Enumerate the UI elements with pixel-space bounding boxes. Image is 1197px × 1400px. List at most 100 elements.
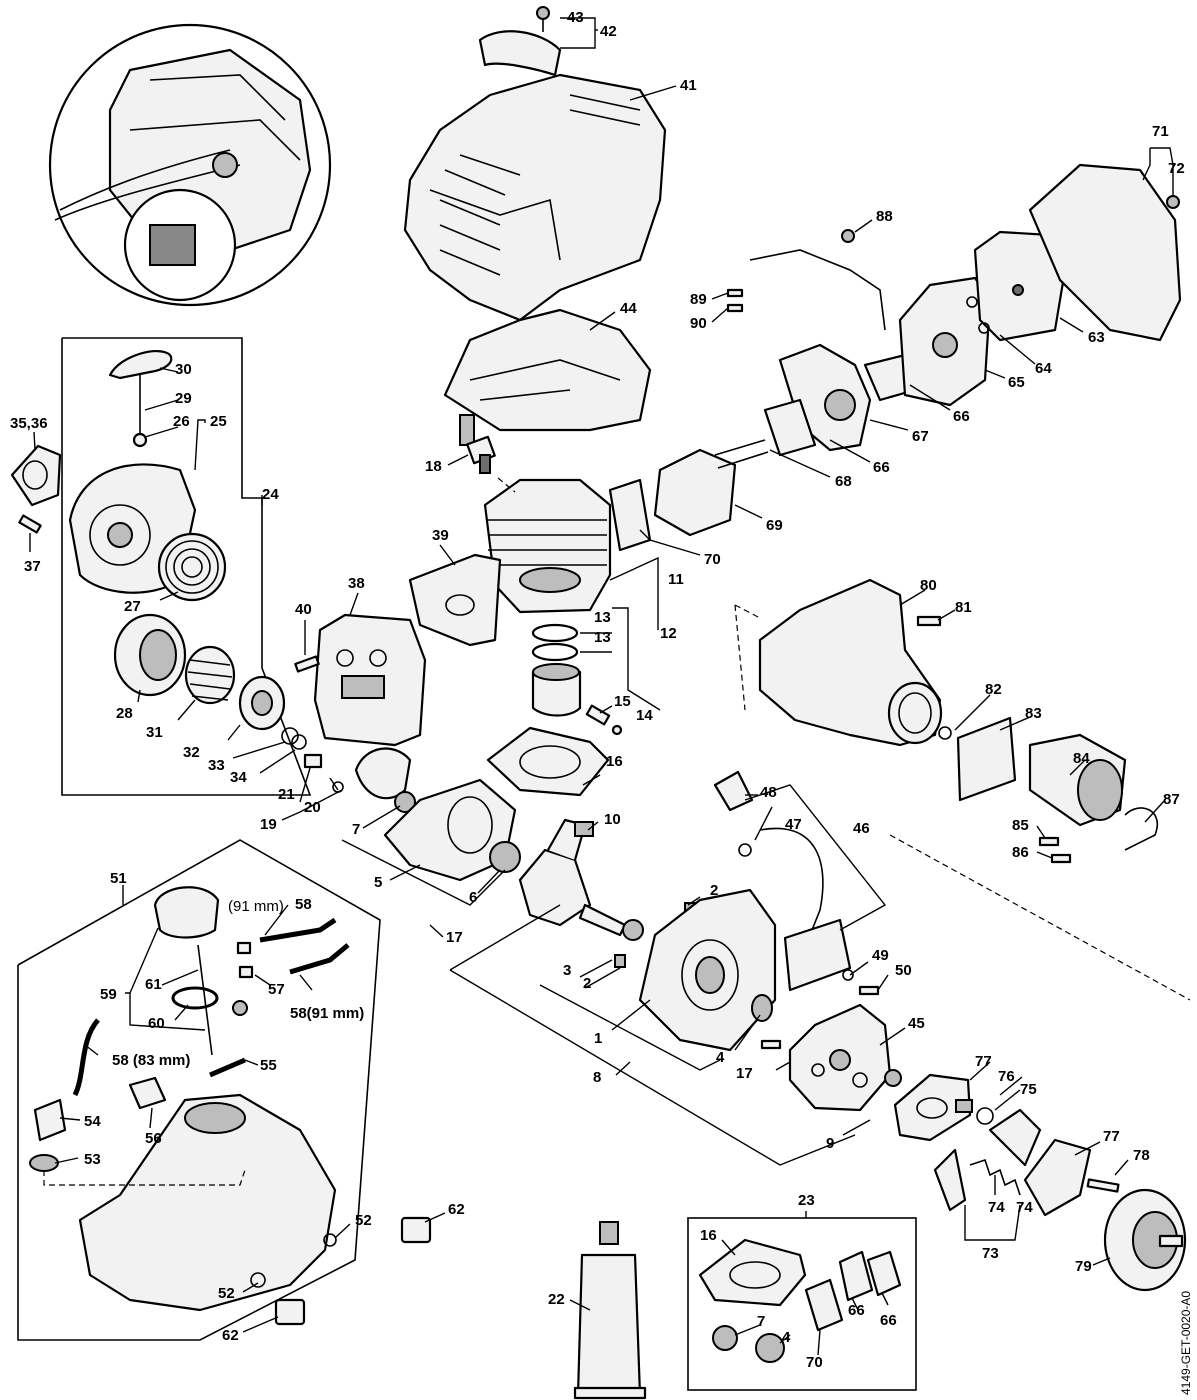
label-29: 29 [175, 390, 192, 407]
cylinder-gasket-16 [486, 726, 610, 797]
cylinder-11 [483, 478, 612, 614]
note-91mm: (91 mm) [228, 898, 284, 915]
label-14: 14 [636, 707, 653, 724]
engine-hood-41 [403, 6, 667, 322]
label-65: 65 [1008, 374, 1025, 391]
label-66c: 66 [848, 1302, 865, 1319]
label-52b: 52 [218, 1285, 235, 1302]
label-23: 23 [798, 1192, 815, 1209]
label-52a: 52 [355, 1212, 372, 1229]
label-16b: 16 [700, 1227, 717, 1244]
spark-plug-18 [459, 414, 496, 474]
label-70b: 70 [806, 1354, 823, 1371]
label-56: 56 [145, 1130, 162, 1147]
part-labels: 43 42 41 44 18 39 38 40 11 12 13 13 15 1… [10, 9, 1193, 1395]
air-filter-group [898, 163, 1182, 407]
label-30: 30 [175, 361, 192, 378]
label-44: 44 [620, 300, 637, 317]
label-68: 68 [835, 473, 852, 490]
label-26: 26 [173, 413, 190, 430]
label-58a: 58 [295, 896, 312, 913]
label-7b: 7 [757, 1313, 765, 1330]
label-24: 24 [262, 486, 279, 503]
label-59: 59 [100, 986, 117, 1003]
label-43: 43 [567, 9, 584, 26]
label-57: 57 [268, 981, 285, 998]
label-20: 20 [304, 799, 321, 816]
label-10: 10 [604, 811, 621, 828]
label-80: 80 [920, 577, 937, 594]
shroud-44 [443, 308, 652, 432]
label-53: 53 [84, 1151, 101, 1168]
label-48: 48 [760, 784, 777, 801]
label-2a: 2 [710, 882, 718, 899]
label-49: 49 [872, 947, 889, 964]
label-35-36: 35,36 [10, 415, 48, 432]
label-5: 5 [374, 874, 382, 891]
oil-pump-intake [303, 747, 416, 813]
label-4b: 4 [782, 1329, 791, 1346]
label-86: 86 [1012, 844, 1029, 861]
fan-housing-80 [758, 578, 1158, 864]
label-88: 88 [876, 208, 893, 225]
label-83: 83 [1025, 705, 1042, 722]
label-1: 1 [594, 1030, 602, 1047]
fuel-tank-group-51 [17, 839, 381, 1341]
label-4a: 4 [716, 1049, 725, 1066]
label-38: 38 [348, 575, 365, 592]
label-78: 78 [1133, 1147, 1150, 1164]
label-62b: 62 [222, 1327, 239, 1344]
label-79: 79 [1075, 1258, 1092, 1275]
label-89: 89 [690, 291, 707, 308]
label-47: 47 [785, 816, 802, 833]
label-42: 42 [600, 23, 617, 40]
ignition-module-46 [713, 770, 880, 996]
gasket-set-23 [687, 1217, 917, 1391]
label-32: 32 [183, 744, 200, 761]
label-58b: 58(91 mm) [290, 1005, 364, 1022]
label-62a: 62 [448, 1201, 465, 1218]
label-55: 55 [260, 1057, 277, 1074]
label-85: 85 [1012, 817, 1029, 834]
label-15: 15 [614, 693, 631, 710]
label-58c: 58 (83 mm) [112, 1052, 190, 1069]
label-70a: 70 [704, 551, 721, 568]
label-72: 72 [1168, 160, 1185, 177]
muffler-group [294, 553, 502, 747]
label-37: 37 [24, 558, 41, 575]
label-16: 16 [606, 753, 623, 770]
label-7a: 7 [352, 821, 360, 838]
label-19: 19 [260, 816, 277, 833]
label-81: 81 [955, 599, 972, 616]
label-22: 22 [548, 1291, 565, 1308]
crankcase-1 [638, 888, 777, 1052]
label-13b: 13 [594, 629, 611, 646]
leader-lines [29, 17, 1191, 1356]
label-9: 9 [826, 1135, 834, 1152]
document-code: 4149-GET-0020-A0 [1179, 1291, 1193, 1395]
crankcase-half-5 [383, 778, 521, 882]
label-46: 46 [853, 820, 870, 837]
label-41: 41 [680, 77, 697, 94]
label-45: 45 [908, 1015, 925, 1032]
label-69: 69 [766, 517, 783, 534]
detail-inset-circle [48, 23, 332, 307]
label-34: 34 [230, 769, 247, 786]
label-71: 71 [1152, 123, 1169, 140]
label-50: 50 [895, 962, 912, 979]
label-12: 12 [660, 625, 677, 642]
label-61: 61 [145, 976, 162, 993]
label-77b: 77 [1103, 1128, 1120, 1145]
label-60: 60 [148, 1015, 165, 1032]
label-11: 11 [668, 571, 684, 588]
label-6: 6 [469, 889, 477, 906]
label-2b: 2 [583, 975, 591, 992]
label-21: 21 [278, 786, 295, 803]
label-84: 84 [1073, 750, 1090, 767]
label-67: 67 [912, 428, 929, 445]
label-28: 28 [116, 705, 133, 722]
label-17b: 17 [736, 1065, 753, 1082]
label-82: 82 [985, 681, 1002, 698]
label-33: 33 [208, 757, 225, 774]
